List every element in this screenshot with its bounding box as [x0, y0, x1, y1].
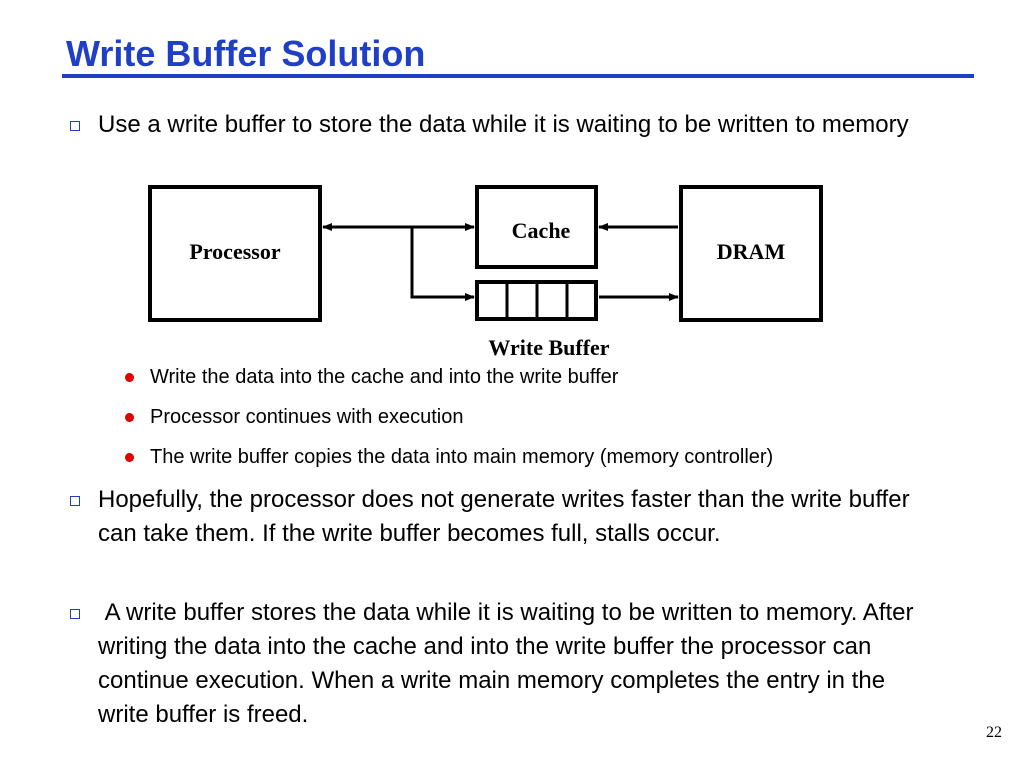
bullet-text: Hopefully, the processor does not genera…	[98, 486, 910, 547]
cache-box	[475, 185, 598, 269]
sub-bullet-text: Write the data into the cache and into t…	[150, 366, 619, 388]
dram-box	[679, 185, 823, 322]
bullet-square-icon	[70, 121, 80, 131]
sub-bullet-dot-icon	[125, 453, 134, 462]
bullet-square-icon	[70, 496, 80, 506]
processor-writebuffer-arrow	[410, 227, 475, 301]
processor-label: Processor	[189, 239, 280, 264]
slide-title: Write Buffer Solution	[66, 33, 426, 74]
cache-label: Cache	[512, 218, 571, 243]
bullet-square-icon	[70, 609, 80, 619]
sub-bullet-dot-icon	[125, 413, 134, 422]
sub-bullet-text: The write buffer copies the data into ma…	[150, 446, 774, 468]
write-buffer-label: Write Buffer	[488, 335, 609, 360]
bullet-text: Use a write buffer to store the data whi…	[98, 111, 909, 138]
sub-bullet-text: Processor continues with execution	[150, 406, 464, 428]
processor-box	[148, 185, 322, 322]
title-underline	[62, 74, 974, 78]
bullet-text: A write buffer stores the data while it …	[98, 599, 921, 728]
page-number: 22	[986, 724, 1002, 741]
sub-bullet-dot-icon	[125, 373, 134, 382]
dram-label: DRAM	[717, 239, 786, 264]
